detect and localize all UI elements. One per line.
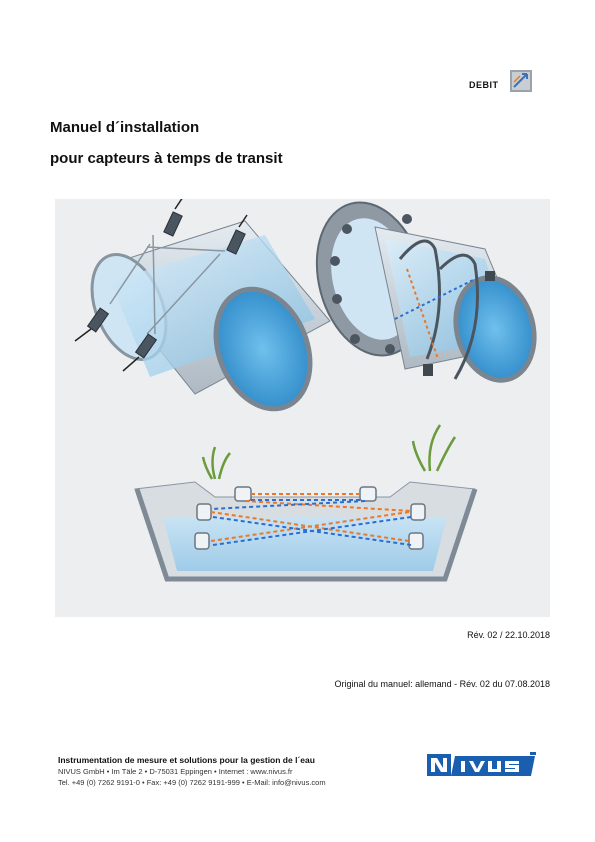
debit-logo-icon [510, 70, 532, 92]
section-label: DEBIT [469, 80, 499, 90]
open-channel-panel [134, 424, 478, 582]
footer-address: NIVUS GmbH • Im Täle 2 • D-75031 Eppinge… [58, 767, 293, 776]
sensor-illustration [55, 196, 550, 617]
pipe-sensors-panel [74, 196, 331, 412]
revision-text: Rév. 02 / 22.10.2018 [467, 630, 550, 640]
nivus-logo-icon [427, 752, 539, 778]
footer-contact: Tel. +49 (0) 7262 9191-0 • Fax: +49 (0) … [58, 778, 326, 787]
footer-heading: Instrumentation de mesure et solutions p… [58, 755, 315, 765]
original-language-note: Original du manuel: allemand - Rév. 02 d… [334, 679, 550, 689]
manual-title: Manuel d´installation [50, 119, 200, 136]
manual-subtitle: pour capteurs à temps de transit [50, 150, 283, 167]
flange-pipe-panel [315, 201, 537, 383]
